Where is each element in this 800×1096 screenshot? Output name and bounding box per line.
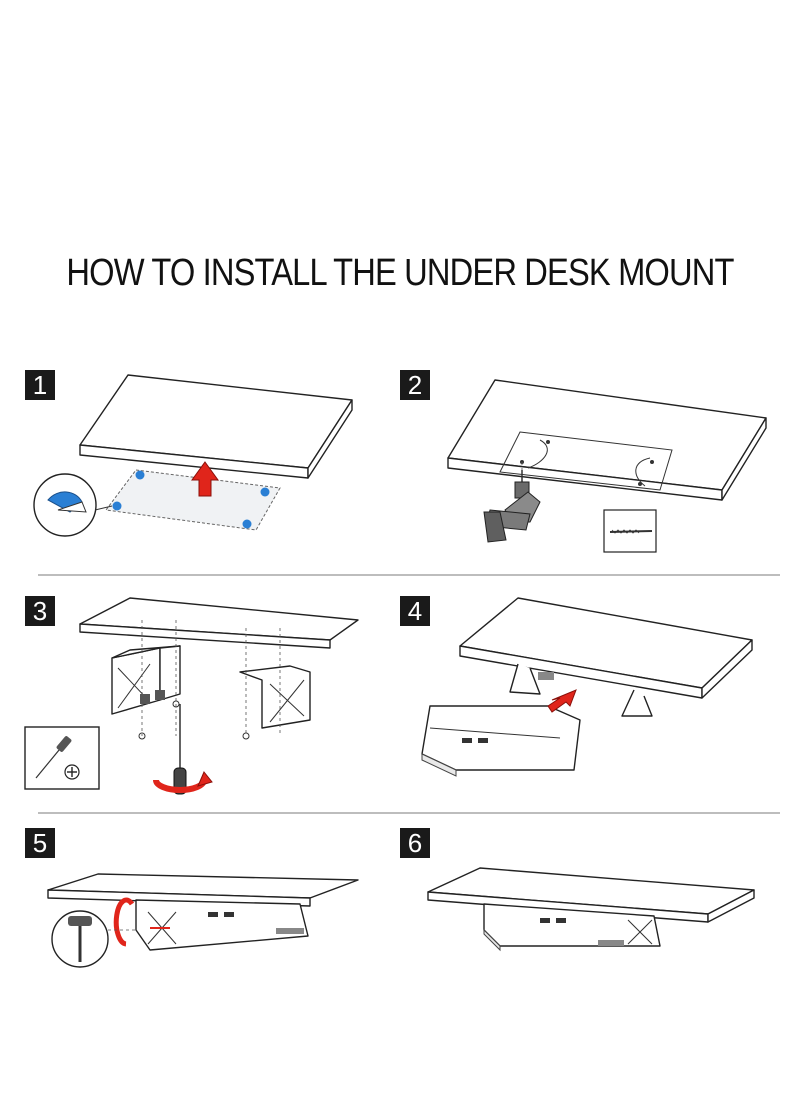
console-mounted xyxy=(483,903,661,952)
push-arrow-icon xyxy=(547,689,577,713)
step2-illustration xyxy=(447,379,767,553)
step5-illustration xyxy=(47,873,359,968)
step3-illustration xyxy=(24,597,359,795)
desk-panel xyxy=(459,597,753,699)
separator-line xyxy=(38,812,780,814)
step-number-2: 2 xyxy=(400,370,430,400)
rotate-arrow-icon xyxy=(153,771,213,793)
bracket-left xyxy=(111,645,181,715)
adhesive-template xyxy=(105,469,281,531)
rotate-arrow-icon xyxy=(113,897,170,947)
step-number-3: 3 xyxy=(25,596,55,626)
desk-panel xyxy=(79,374,353,479)
desk-panel xyxy=(447,379,767,501)
page-title: HOW TO INSTALL THE UNDER DESK MOUNT xyxy=(66,252,734,294)
step4-illustration xyxy=(421,597,753,777)
phillips-icon xyxy=(24,726,100,790)
step-number-4: 4 xyxy=(400,596,430,626)
drill-bit-inset xyxy=(603,509,657,553)
mount-brackets xyxy=(509,663,653,717)
drill-icon xyxy=(483,470,541,543)
tape-icon xyxy=(33,473,113,537)
desk-panel xyxy=(79,597,359,649)
thumbscrew-icon xyxy=(51,910,136,968)
step-number-1: 1 xyxy=(25,370,55,400)
step1-illustration xyxy=(33,374,353,537)
separator-line xyxy=(38,574,780,576)
screw-guides xyxy=(138,620,281,740)
step-number-5: 5 xyxy=(25,828,55,858)
step6-illustration xyxy=(427,867,755,952)
console-mounted xyxy=(135,899,309,951)
step-number-6: 6 xyxy=(400,828,430,858)
console xyxy=(421,705,581,777)
push-arrow-icon xyxy=(191,461,219,497)
bracket-right xyxy=(239,665,311,729)
